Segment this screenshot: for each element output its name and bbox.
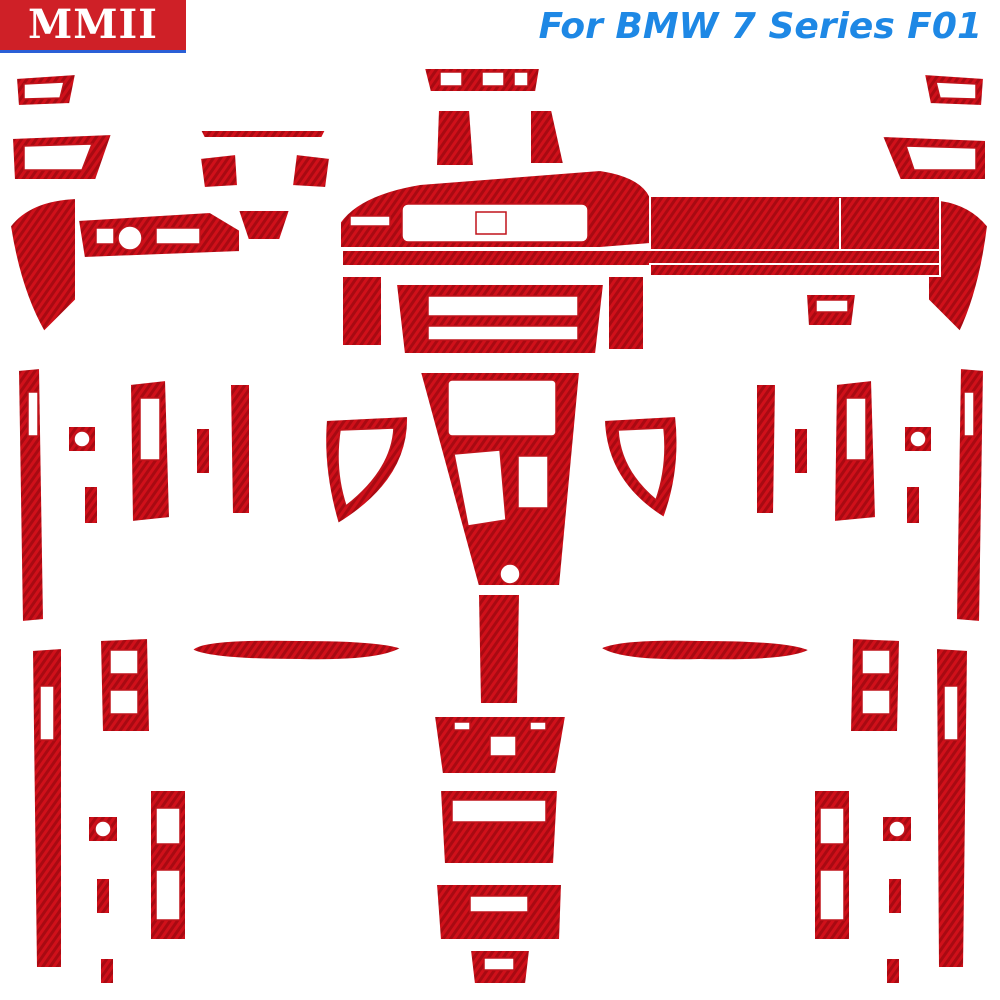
steering-wheel-trim <box>198 129 332 241</box>
window-switch-panel-left-front <box>128 378 172 524</box>
dashboard-main-trim <box>339 168 941 277</box>
center-tunnel-strip <box>476 593 522 705</box>
vent-surround-right <box>602 414 679 520</box>
center-console-lower <box>418 371 582 587</box>
window-switch-panel-right-front <box>832 378 878 524</box>
center-vent-trim <box>422 67 542 93</box>
center-console-upper <box>341 275 645 355</box>
window-switch-panel-left-rear <box>149 789 187 941</box>
vent-side-strip <box>434 109 566 167</box>
side-panel-right <box>927 199 990 334</box>
light-switch-panel <box>76 210 241 260</box>
window-switch-panel-right-rear <box>813 789 851 941</box>
door-strip-right-front <box>954 366 986 624</box>
rear-console-panel <box>438 789 560 865</box>
small-vertical-trims-left <box>83 383 251 985</box>
rear-console-lower <box>434 883 564 941</box>
vent-surround-left <box>324 414 410 526</box>
door-strip-right-rear <box>934 646 970 969</box>
door-handle-trim-left <box>98 636 152 733</box>
dash-strip-left <box>190 638 405 662</box>
door-strip-left-rear <box>30 646 63 969</box>
rear-console-small <box>468 949 532 985</box>
brand-logo: MMII <box>0 0 186 53</box>
side-panel-left <box>8 196 77 334</box>
small-trim-piece <box>14 72 78 108</box>
small-trim-piece <box>922 72 986 108</box>
product-title: For BMW 7 Series F01 <box>538 6 982 47</box>
small-vertical-trims-right <box>755 383 921 985</box>
door-strip-left-front <box>16 366 46 624</box>
button-trim-right <box>881 425 933 843</box>
door-handle-trim-right <box>848 636 902 733</box>
small-switch-trim <box>804 293 858 327</box>
dash-strip-right <box>598 638 813 662</box>
vent-trim-right <box>880 134 987 181</box>
vent-trim-left <box>10 132 114 181</box>
rear-console-vent <box>432 715 568 775</box>
button-trim-left <box>67 425 119 843</box>
